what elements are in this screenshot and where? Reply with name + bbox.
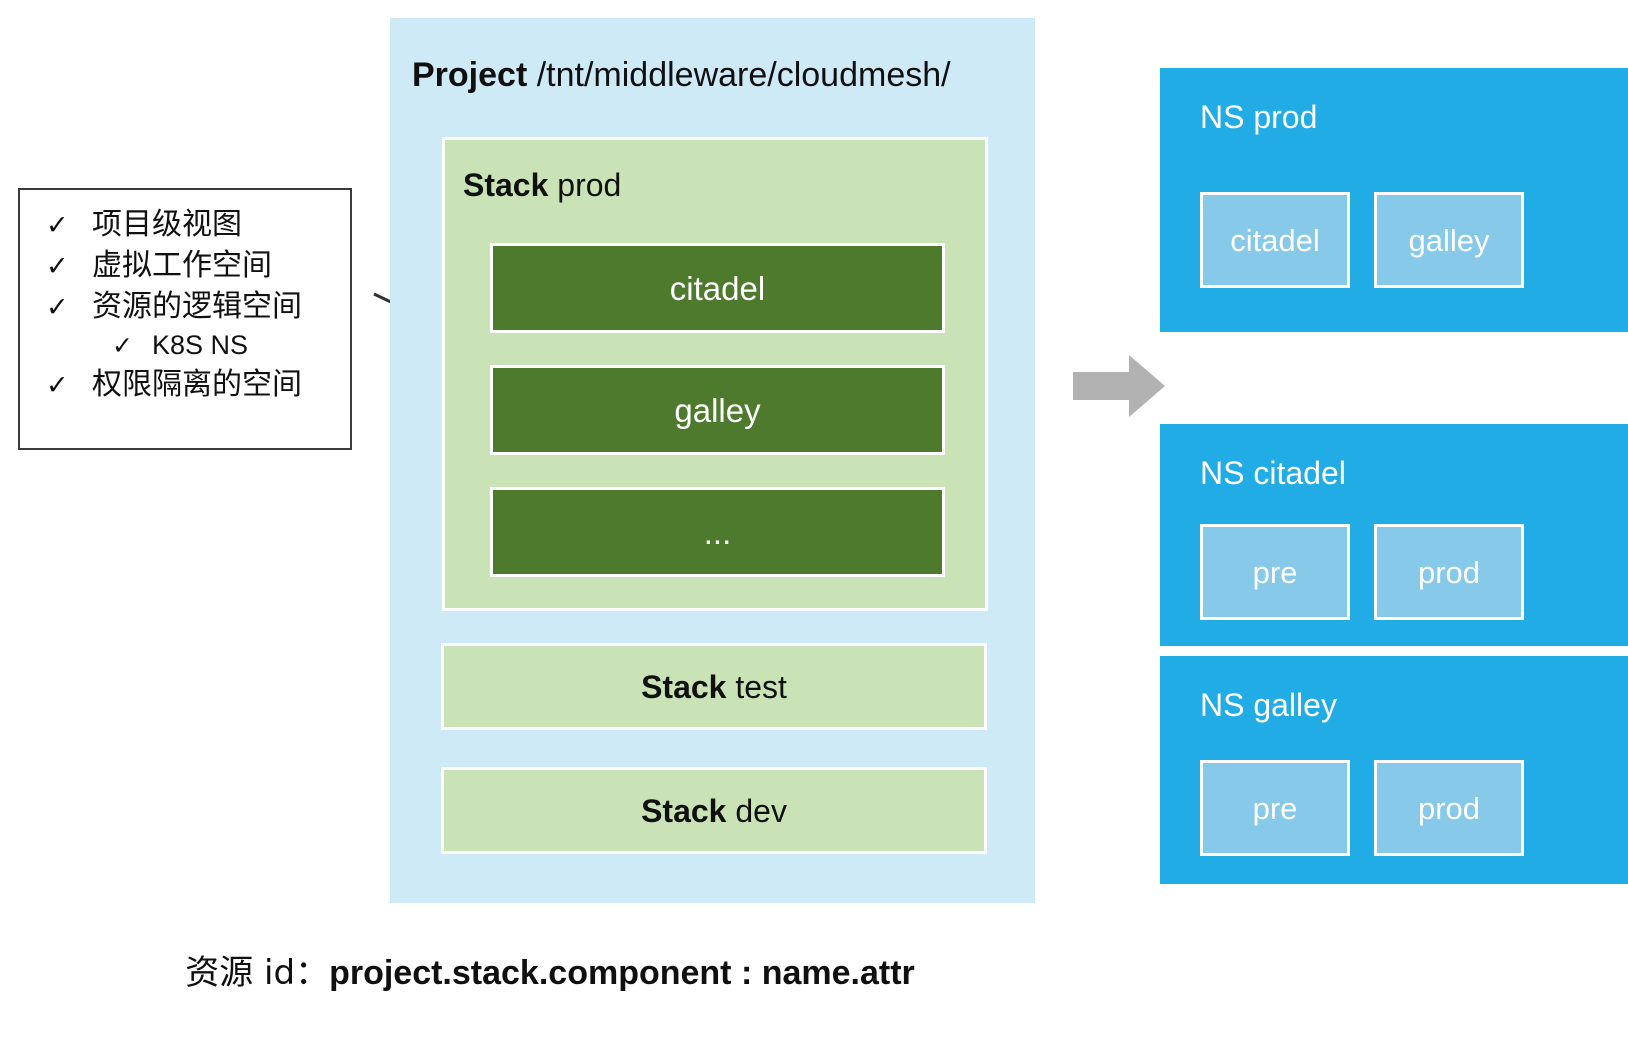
- ns-galley-title: NS galley: [1200, 689, 1337, 721]
- checklist-subitem: ✓ K8S NS: [20, 327, 350, 364]
- component-box: ...: [490, 487, 945, 577]
- ns-prod-children: citadel galley: [1200, 192, 1524, 288]
- ns-keyword: NS: [1200, 455, 1245, 491]
- check-icon: ✓: [46, 292, 69, 323]
- checklist-item-label: 资源的逻辑空间: [92, 289, 302, 324]
- ns-name: citadel: [1253, 455, 1346, 491]
- checklist-item-label: 权限隔离的空间: [92, 367, 302, 403]
- ns-citadel-title: NS citadel: [1200, 457, 1346, 489]
- ns-citadel-children: pre prod: [1200, 524, 1524, 620]
- stack-test-bar: Stack test: [441, 643, 987, 730]
- component-label: citadel: [669, 269, 766, 307]
- caption-main: project.stack.component : name.attr: [329, 954, 915, 992]
- resource-id-caption: 资源 id：project.stack.component : name.att…: [0, 945, 1100, 994]
- stack-prod-title: Stack prod: [463, 169, 621, 201]
- ns-child-label: citadel: [1230, 222, 1320, 258]
- stack-test-label: Stack test: [641, 671, 787, 703]
- check-icon: ✓: [46, 370, 69, 402]
- ns-name: galley: [1253, 687, 1337, 723]
- check-icon: ✓: [46, 210, 69, 241]
- ns-keyword: NS: [1200, 99, 1245, 135]
- project-container: Project /tnt/middleware/cloudmesh/ Stack…: [390, 18, 1035, 903]
- stack-name: dev: [735, 792, 787, 829]
- ns-prod-title: NS prod: [1200, 101, 1317, 133]
- checklist-callout: ✓ 项目级视图 ✓ 虚拟工作空间 ✓ 资源的逻辑空间 ✓ K8S NS ✓ 权限…: [18, 188, 352, 450]
- component-label: ...: [703, 513, 732, 551]
- ns-child-label: prod: [1417, 554, 1481, 590]
- ns-name: prod: [1253, 99, 1318, 135]
- ns-child-label: galley: [1408, 222, 1490, 258]
- stack-dev-label: Stack dev: [641, 795, 787, 827]
- component-label: galley: [674, 391, 761, 429]
- component-box: citadel: [490, 243, 945, 333]
- project-path: /tnt/middleware/cloudmesh/: [536, 56, 951, 94]
- ns-keyword: NS: [1200, 687, 1245, 723]
- right-arrow-icon: [1073, 355, 1165, 417]
- checklist-item: ✓ 资源的逻辑空间: [20, 286, 350, 327]
- stack-name: prod: [557, 167, 622, 203]
- ns-child-box: pre: [1200, 524, 1350, 620]
- ns-child-label: pre: [1252, 554, 1298, 590]
- checklist-item: ✓ 虚拟工作空间: [20, 245, 350, 286]
- stack-name: test: [735, 668, 787, 705]
- stack-prod-panel: Stack prod citadel galley ...: [442, 137, 988, 611]
- ns-child-box: prod: [1374, 524, 1524, 620]
- ns-child-label: pre: [1252, 790, 1298, 826]
- ns-prod-box: NS prod citadel galley: [1160, 68, 1628, 332]
- project-title: Project /tnt/middleware/cloudmesh/: [412, 58, 951, 92]
- component-box: galley: [490, 365, 945, 455]
- checklist-item-label: 项目级视图: [92, 207, 242, 242]
- ns-child-label: prod: [1417, 790, 1481, 826]
- project-keyword: Project: [412, 56, 528, 94]
- stack-keyword: Stack: [641, 792, 727, 829]
- ns-child-box: galley: [1374, 192, 1524, 288]
- caption-prefix: 资源 id：: [185, 953, 330, 993]
- checklist-subitem-label: K8S NS: [152, 330, 249, 360]
- ns-child-box: prod: [1374, 760, 1524, 856]
- checklist-list: ✓ 项目级视图 ✓ 虚拟工作空间 ✓ 资源的逻辑空间 ✓ K8S NS ✓ 权限…: [20, 190, 350, 405]
- stack-dev-bar: Stack dev: [441, 767, 987, 854]
- ns-galley-children: pre prod: [1200, 760, 1524, 856]
- stack-keyword: Stack: [641, 668, 727, 705]
- checklist-item: ✓ 权限隔离的空间: [20, 364, 350, 405]
- ns-child-box: citadel: [1200, 192, 1350, 288]
- checklist-item: ✓ 项目级视图: [20, 204, 350, 245]
- ns-galley-box: NS galley pre prod: [1160, 656, 1628, 884]
- check-icon: ✓: [112, 331, 133, 360]
- ns-citadel-box: NS citadel pre prod: [1160, 424, 1628, 646]
- stack-keyword: Stack: [463, 167, 549, 203]
- ns-child-box: pre: [1200, 760, 1350, 856]
- check-icon: ✓: [46, 251, 69, 282]
- checklist-item-label: 虚拟工作空间: [92, 248, 272, 283]
